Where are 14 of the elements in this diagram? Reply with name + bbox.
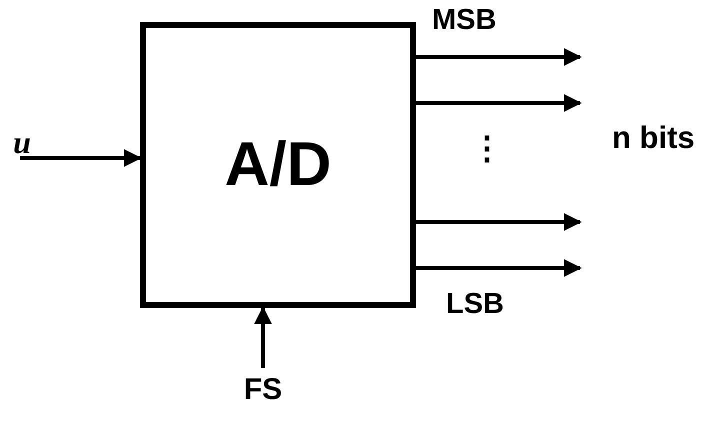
arrow — [20, 149, 142, 167]
arrow — [416, 213, 582, 231]
converter-box — [140, 22, 416, 308]
bit-label: LSB — [446, 290, 504, 319]
arrow — [416, 48, 582, 66]
arrow — [416, 259, 582, 277]
ellipsis-mark: ⋮ — [471, 132, 503, 164]
input-label: u — [6, 126, 38, 158]
signal-label: FS — [232, 368, 294, 412]
bit-label: MSB — [432, 6, 496, 35]
block-label: A/D — [224, 134, 332, 196]
arrow — [416, 94, 582, 112]
arrow — [254, 306, 272, 368]
output-label: n bits — [612, 122, 695, 153]
